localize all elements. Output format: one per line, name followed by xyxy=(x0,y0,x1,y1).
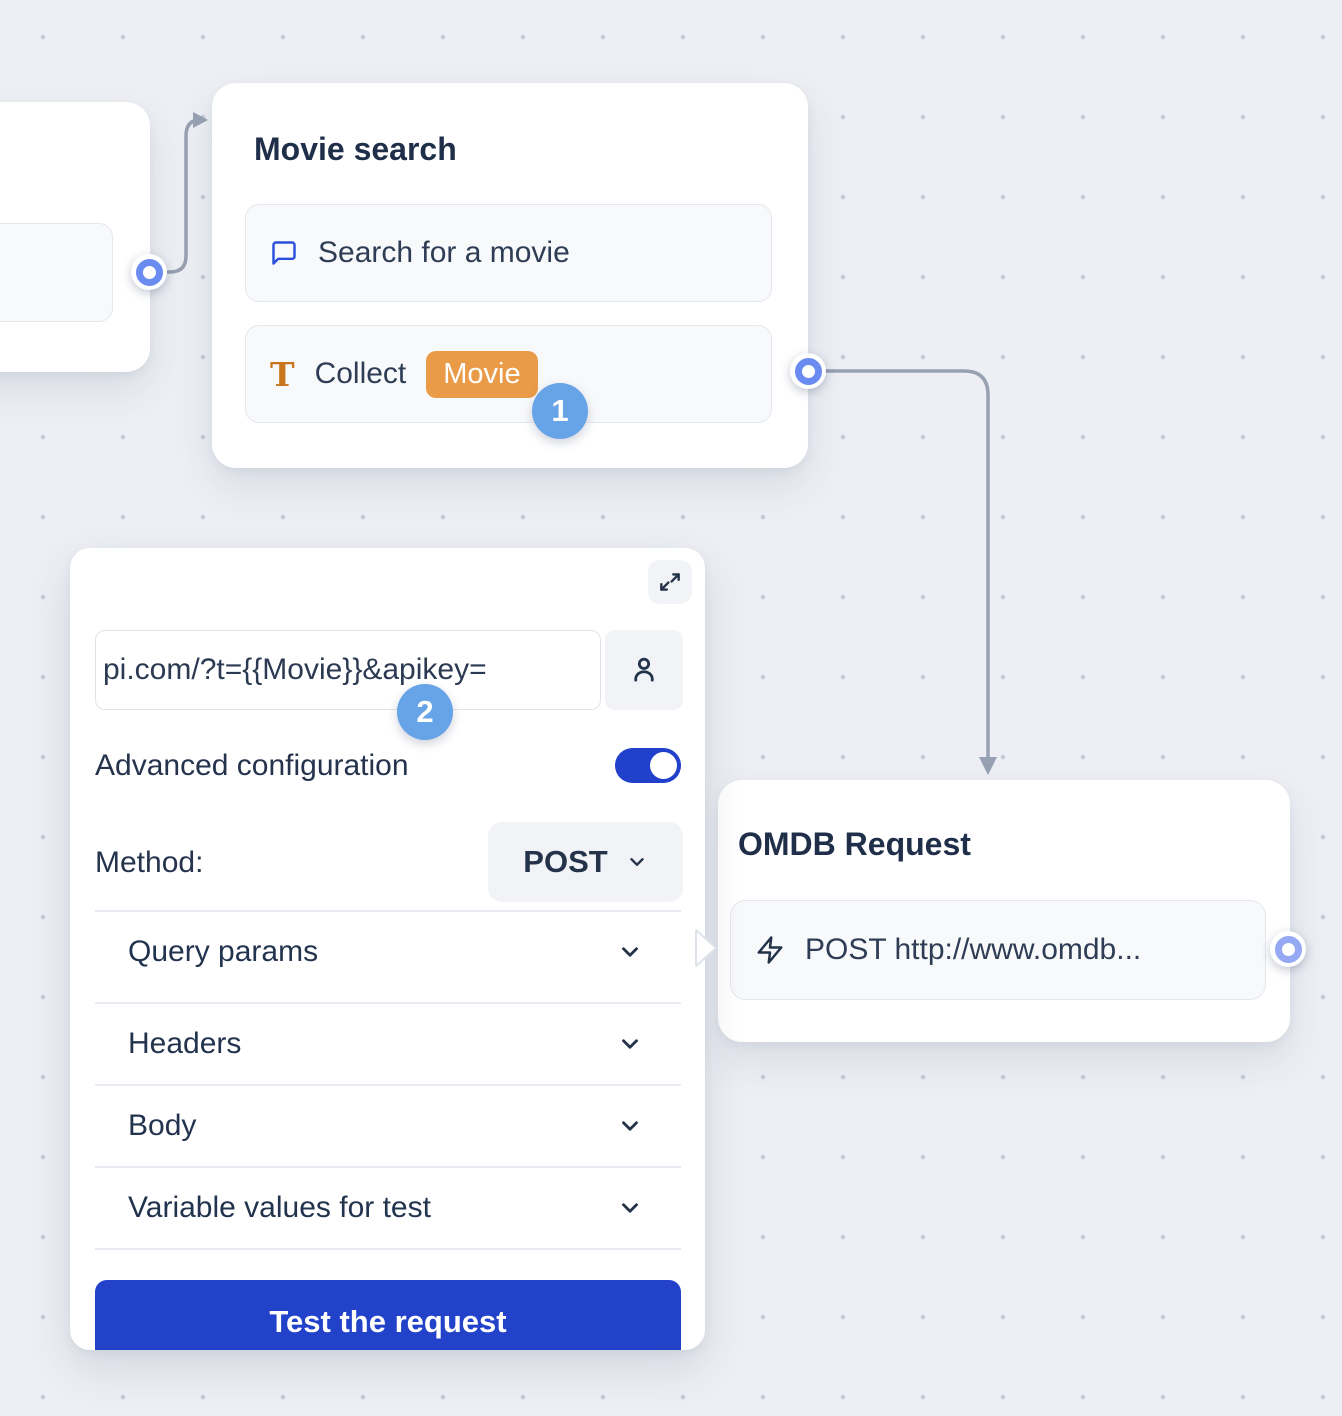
node-title: Movie search xyxy=(254,131,457,167)
output-port-movie-search[interactable] xyxy=(790,353,826,389)
divider xyxy=(95,1084,681,1086)
variable-chip-movie[interactable]: Movie xyxy=(426,350,538,398)
edge-into-movie-search xyxy=(160,118,202,274)
divider xyxy=(95,1248,681,1250)
node-item-label: Search for a movie xyxy=(318,236,570,269)
accordion-variable-values[interactable]: Variable values for test xyxy=(95,1167,681,1249)
chevron-down-icon xyxy=(617,1113,643,1139)
output-port-omdb[interactable] xyxy=(1270,931,1306,967)
divider xyxy=(95,910,681,912)
text-field-icon: T xyxy=(270,354,295,394)
chevron-down-icon xyxy=(617,1031,643,1057)
accordion-body[interactable]: Body xyxy=(95,1085,681,1167)
webhook-config-panel: pi.com/?t={{Movie}}&apikey= Advanced con… xyxy=(70,548,705,1350)
port-ring-icon xyxy=(135,258,163,286)
accordion-query-params[interactable]: Query params xyxy=(95,911,681,993)
advanced-configuration-label: Advanced configuration xyxy=(95,749,409,782)
port-ring-icon xyxy=(794,357,822,385)
accordion-label: Headers xyxy=(128,1027,242,1060)
expand-icon xyxy=(657,569,683,595)
chevron-down-icon xyxy=(626,851,648,873)
divider xyxy=(95,1166,681,1168)
step-annotation-1: 1 xyxy=(532,383,588,439)
node-item-collect[interactable]: T Collect Movie xyxy=(245,325,772,423)
method-value: POST xyxy=(523,844,608,879)
node-title: OMDB Request xyxy=(738,826,971,862)
expand-button[interactable] xyxy=(648,560,692,604)
input-port-notch-icon xyxy=(695,929,717,967)
node-item-label: POST http://www.omdb... xyxy=(805,933,1142,966)
method-dropdown[interactable]: POST xyxy=(488,822,683,902)
url-input-value: pi.com/?t={{Movie}}&apikey= xyxy=(103,653,487,686)
accordion-label: Body xyxy=(128,1109,197,1142)
test-request-button[interactable]: Test the request xyxy=(95,1280,681,1350)
chat-bubble-icon xyxy=(270,239,298,267)
divider xyxy=(95,1002,681,1004)
omdb-request-node[interactable]: OMDB Request POST http://www.omdb... xyxy=(718,780,1290,1042)
movie-search-node[interactable]: Movie search Search for a movie T Collec… xyxy=(212,83,808,468)
variable-insert-button[interactable] xyxy=(605,630,683,710)
node-item-webhook[interactable]: POST http://www.omdb... xyxy=(730,900,1266,1000)
method-label: Method: xyxy=(95,846,204,879)
node-item-label: Collect xyxy=(314,357,407,390)
edge-arrowhead-right xyxy=(193,112,208,128)
accordion-label: Variable values for test xyxy=(128,1191,431,1224)
advanced-configuration-toggle[interactable] xyxy=(615,748,681,783)
person-icon xyxy=(628,654,660,686)
output-port-partial[interactable] xyxy=(131,254,167,290)
chevron-down-icon xyxy=(617,939,643,965)
node-card-partial[interactable] xyxy=(0,102,150,372)
step-annotation-2: 2 xyxy=(397,684,453,740)
edge-movie-to-omdb xyxy=(824,369,990,759)
node-item-question[interactable]: Search for a movie xyxy=(245,204,772,302)
edge-arrowhead-down xyxy=(979,757,997,775)
port-ring-icon xyxy=(1274,935,1302,963)
node-item-partial[interactable] xyxy=(0,223,113,322)
chevron-down-icon xyxy=(617,1195,643,1221)
accordion-headers[interactable]: Headers xyxy=(95,1003,681,1085)
url-input[interactable]: pi.com/?t={{Movie}}&apikey= xyxy=(95,630,601,710)
accordion-label: Query params xyxy=(128,935,319,968)
lightning-icon xyxy=(755,935,785,965)
